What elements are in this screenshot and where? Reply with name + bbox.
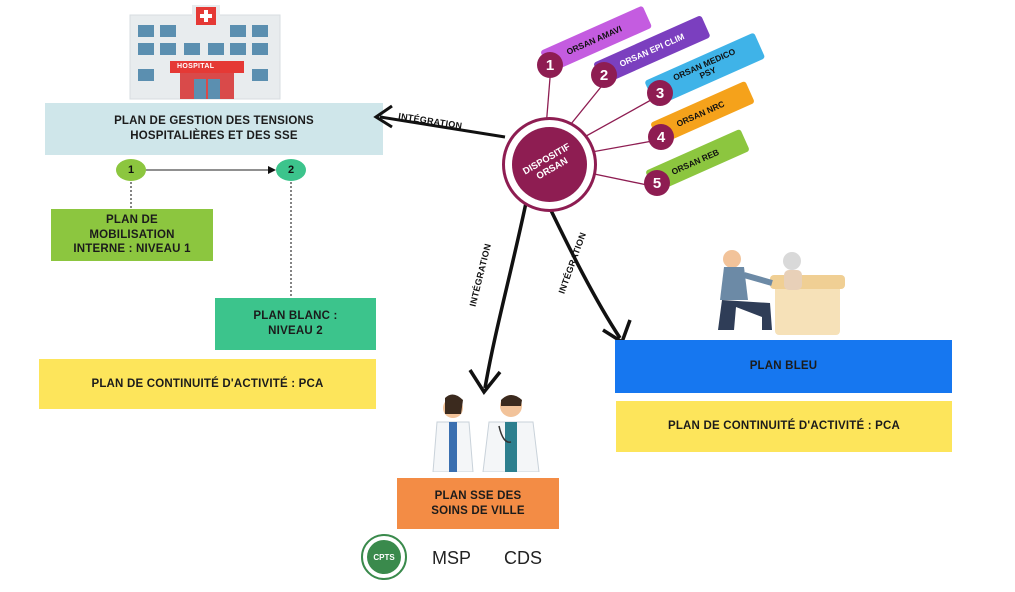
orsan-num-3: 3 bbox=[647, 80, 673, 106]
cpts-logo: CPTS bbox=[361, 534, 407, 580]
plan-bleu-text: PLAN BLEU bbox=[749, 360, 818, 373]
plan-mobilisation-box: PLAN DE MOBILISATION INTERNE : NIVEAU 1 bbox=[51, 209, 213, 261]
orsan-hub-label: DISPOSITIF ORSAN bbox=[520, 140, 572, 182]
orsan-num-4: 4 bbox=[648, 124, 674, 150]
orsan-num-5: 5 bbox=[644, 170, 670, 196]
plan-blanc-box: PLAN BLANC : NIVEAU 2 bbox=[215, 298, 376, 350]
orsan-hub: DISPOSITIF ORSAN bbox=[502, 117, 597, 212]
plan-blanc-text: PLAN BLANC : NIVEAU 2 bbox=[253, 310, 338, 337]
hospital-sign: HOSPITAL bbox=[177, 63, 215, 70]
cds-label: CDS bbox=[504, 548, 543, 568]
step-node-1: 1 bbox=[116, 159, 146, 181]
cpts-label: CPTS bbox=[373, 552, 395, 562]
pca-right-box: PLAN DE CONTINUITÉ D'ACTIVITÉ : PCA bbox=[616, 401, 952, 452]
main-plan-title: PLAN DE GESTION DES TENSIONS HOSPITALIÈR… bbox=[114, 115, 314, 142]
main-plan-box: PLAN DE GESTION DES TENSIONS HOSPITALIÈR… bbox=[45, 103, 383, 155]
plan-bleu-box: PLAN BLEU bbox=[615, 340, 952, 393]
caregiver-illustration bbox=[718, 250, 845, 335]
msp-label: MSP bbox=[432, 548, 472, 568]
pca-right-text: PLAN DE CONTINUITÉ D'ACTIVITÉ : PCA bbox=[667, 420, 901, 433]
hospital-icon bbox=[129, 5, 281, 100]
plan-sse-box: PLAN SSE DES SOINS DE VILLE bbox=[397, 478, 559, 529]
doctors-illustration bbox=[432, 394, 540, 472]
pca-left-text: PLAN DE CONTINUITÉ D'ACTIVITÉ : PCA bbox=[91, 377, 324, 390]
plan-mobilisation-text: PLAN DE MOBILISATION INTERNE : NIVEAU 1 bbox=[73, 213, 191, 256]
step-node-2: 2 bbox=[276, 159, 306, 181]
orsan-num-1: 1 bbox=[537, 52, 563, 78]
orsan-num-2: 2 bbox=[591, 62, 617, 88]
pca-left-box: PLAN DE CONTINUITÉ D'ACTIVITÉ : PCA bbox=[39, 359, 376, 409]
integration-arrow-main bbox=[379, 115, 506, 139]
plan-sse-text: PLAN SSE DES SOINS DE VILLE bbox=[431, 489, 525, 517]
